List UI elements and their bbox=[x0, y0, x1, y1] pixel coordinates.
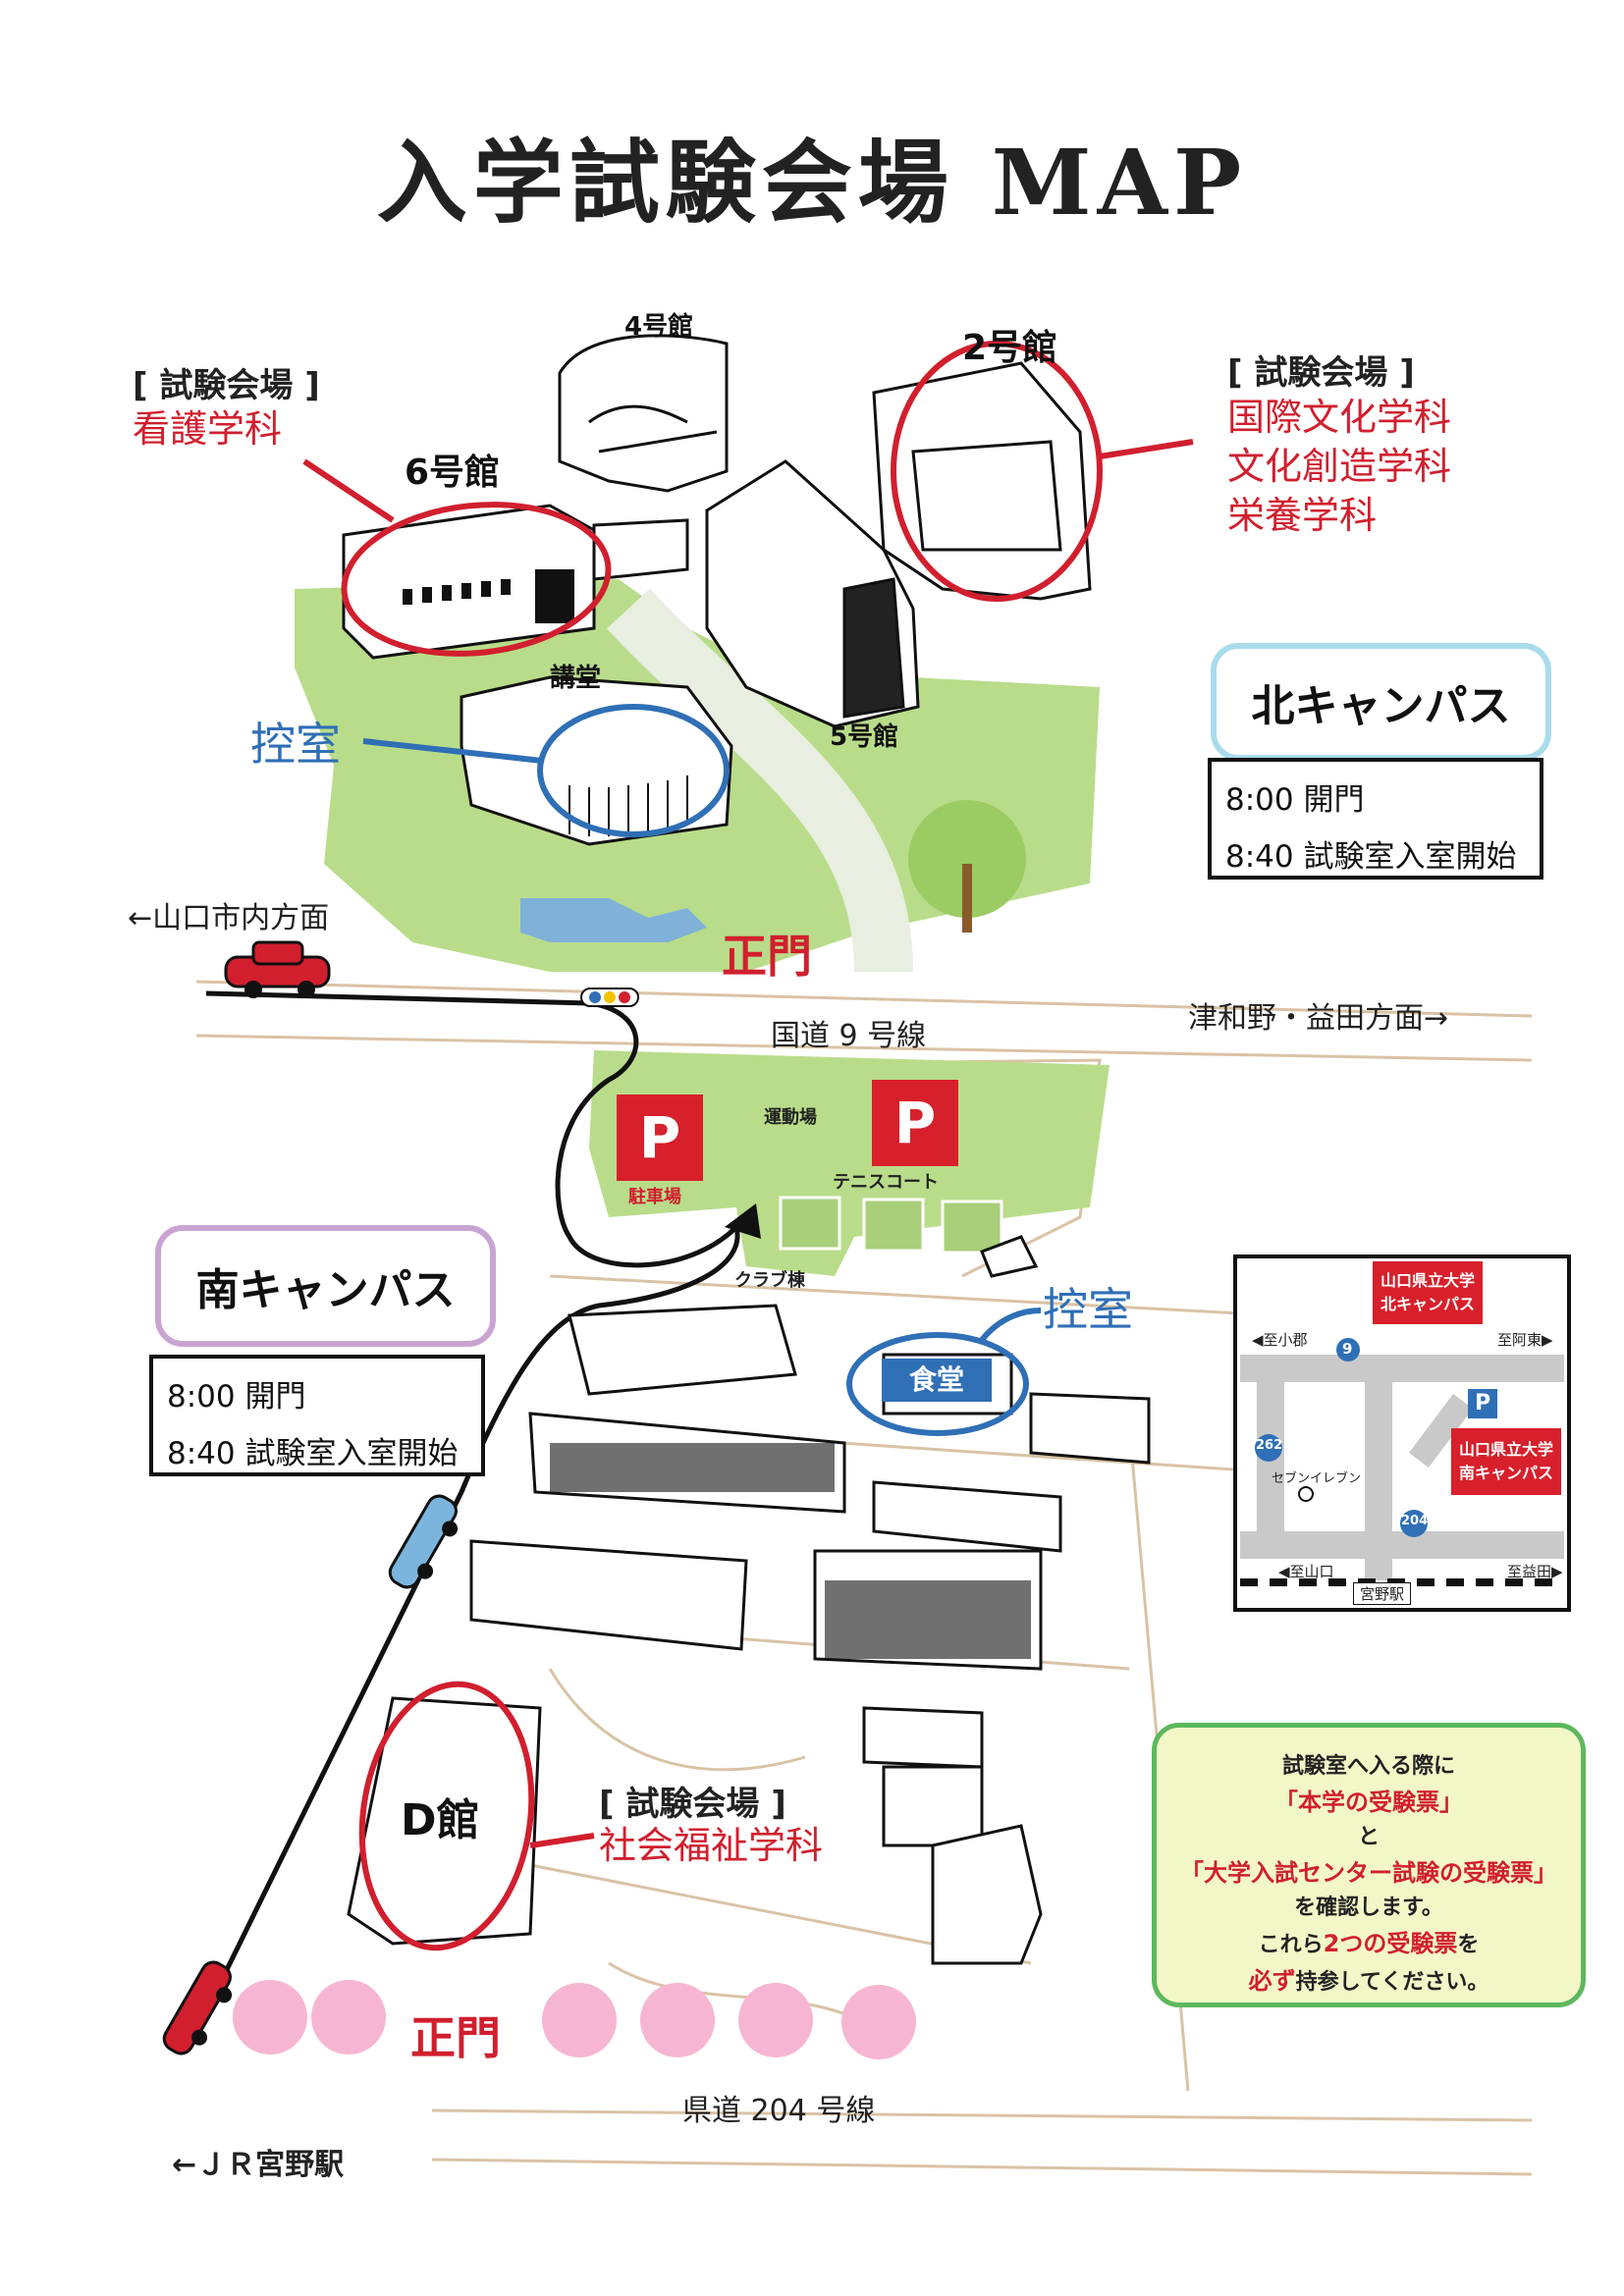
venue-label-intl: [ 試験会場 ] bbox=[1227, 353, 1415, 393]
venue-label-nursing: [ 試験会場 ] bbox=[133, 366, 320, 405]
parking-sign-1 bbox=[617, 1095, 703, 1181]
inset-to-masuda: 至益田▶ bbox=[1507, 1563, 1563, 1580]
building-5-label: 5号館 bbox=[830, 722, 899, 752]
club-label: クラブ棟 bbox=[734, 1270, 805, 1291]
inset-north-campus: 山口県立大学 北キャンパス bbox=[1373, 1261, 1483, 1324]
route-line-south bbox=[184, 1226, 740, 2054]
north-buildings bbox=[342, 334, 1092, 846]
to-tsuwano-label: 津和野・益田方面→ bbox=[1188, 1001, 1449, 1036]
inset-route262: 262 bbox=[1256, 1438, 1283, 1453]
inset-seven-eleven: セブンイレブン bbox=[1272, 1471, 1362, 1486]
notice-ticket1: 「本学の受験票」 bbox=[1274, 1789, 1463, 1816]
cherry-trees bbox=[233, 1980, 916, 2059]
north-path bbox=[606, 588, 913, 973]
parking-symbol-1: P bbox=[638, 1104, 681, 1171]
south-open-time: 8:00 開門 bbox=[167, 1379, 306, 1415]
dept-welfare: 社会福祉学科 bbox=[599, 1824, 824, 1867]
building-2-label: 2号館 bbox=[962, 328, 1058, 368]
south-time-box: 8:00 開門 8:40 試験室入室開始 bbox=[149, 1355, 485, 1476]
north-tree bbox=[908, 800, 1026, 918]
north-entry-time: 8:40 試験室入室開始 bbox=[1225, 839, 1517, 875]
inset-to-abuto: 至阿東▶ bbox=[1497, 1331, 1553, 1349]
venue-label-welfare: [ 試験会場 ] bbox=[599, 1785, 786, 1824]
to-station-label: ←ＪＲ宮野駅 bbox=[172, 2148, 345, 2182]
route-line bbox=[205, 990, 738, 1268]
parking-sign-2 bbox=[872, 1080, 958, 1166]
route-arrow bbox=[725, 1203, 761, 1239]
tennis-label: テニスコート bbox=[833, 1172, 939, 1193]
ring-cafeteria bbox=[846, 1332, 1029, 1436]
parking-symbol-2: P bbox=[893, 1090, 937, 1156]
waiting-room-north: 控室 bbox=[250, 718, 341, 771]
hall-label: 講堂 bbox=[550, 664, 602, 693]
main-gate-north: 正門 bbox=[722, 930, 812, 983]
ring-2 bbox=[891, 341, 1103, 602]
page-title: 入学試験会場 MAP bbox=[376, 130, 1248, 236]
dept-nutrition: 栄養学科 bbox=[1227, 494, 1378, 537]
blue-car bbox=[388, 1494, 459, 1589]
highlights bbox=[302, 341, 1194, 1951]
inset-to-yamaguchi: ◀至山口 bbox=[1278, 1563, 1334, 1580]
inset-station: 宮野駅 bbox=[1353, 1582, 1412, 1605]
ground-label: 運動場 bbox=[764, 1107, 817, 1128]
dept-intl-culture: 国際文化学科 bbox=[1227, 396, 1452, 439]
red-car-north bbox=[224, 940, 331, 998]
route9-label: 国道 9 号線 bbox=[771, 1019, 927, 1053]
north-campus-pill: 北キャンパス bbox=[1211, 643, 1551, 761]
notice-box: 試験室へ入る際に 「本学の受験票」 と 「大学入試センター試験の受験票」 を確認… bbox=[1152, 1723, 1586, 2007]
notice-and: と bbox=[1357, 1825, 1380, 1849]
inset-route9: 9 bbox=[1342, 1340, 1353, 1358]
ring-6 bbox=[341, 502, 612, 657]
inset-to-kogori: ◀至小郡 bbox=[1252, 1331, 1308, 1349]
notice-must: 必ず持参してください。 bbox=[1157, 1963, 1581, 2001]
notice-bring-a: これら bbox=[1258, 1933, 1324, 1957]
dept-nursing: 看護学科 bbox=[133, 407, 283, 451]
ring-hall bbox=[537, 704, 730, 837]
south-windows bbox=[550, 1443, 1031, 1659]
north-time-box: 8:00 開門 8:40 試験室入室開始 bbox=[1208, 758, 1543, 880]
to-city-label: ←山口市内方面 bbox=[128, 901, 330, 935]
notice-line1: 試験室へ入る際に bbox=[1281, 1754, 1455, 1779]
inset-parking: P bbox=[1474, 1391, 1491, 1415]
south-entry-time: 8:40 試験室入室開始 bbox=[167, 1436, 459, 1471]
north-open-time: 8:00 開門 bbox=[1225, 782, 1365, 818]
main-gate-south: 正門 bbox=[410, 2011, 501, 2064]
route204-label: 県道 204 号線 bbox=[682, 2094, 876, 2128]
d-building-label: D館 bbox=[401, 1795, 480, 1845]
building-4-label: 4号館 bbox=[624, 312, 694, 342]
inset-south-campus: 山口県立大学 南キャンパス bbox=[1451, 1428, 1561, 1495]
red-car-south bbox=[162, 1960, 233, 2056]
building-6-label: 6号館 bbox=[405, 453, 501, 493]
pond bbox=[520, 898, 707, 942]
notice-ticket2: 「大学入試センター試験の受験票」 bbox=[1180, 1859, 1557, 1887]
inset-route204: 204 bbox=[1401, 1514, 1429, 1528]
cafeteria-box bbox=[882, 1359, 992, 1402]
dept-culture-creation: 文化創造学科 bbox=[1227, 445, 1452, 488]
tennis-courts bbox=[779, 1196, 1003, 1255]
notice-must-word: 必ず bbox=[1248, 1967, 1296, 1995]
parking-label: 駐車場 bbox=[628, 1187, 681, 1207]
waiting-room-south: 控室 bbox=[1043, 1283, 1133, 1336]
notice-bring: これら2つの受験票を bbox=[1157, 1926, 1581, 1963]
north-tree-trunk bbox=[962, 864, 972, 933]
ring-d bbox=[358, 1681, 535, 1951]
notice-bring-num: 2つの受験票 bbox=[1323, 1930, 1458, 1957]
cafeteria-label: 食堂 bbox=[908, 1363, 964, 1396]
south-campus-pill: 南キャンパス bbox=[155, 1225, 496, 1347]
notice-bring-c: 持参してください。 bbox=[1295, 1970, 1489, 1995]
notice-confirm: を確認します。 bbox=[1294, 1896, 1443, 1920]
notice-bring-b: を bbox=[1457, 1933, 1480, 1957]
